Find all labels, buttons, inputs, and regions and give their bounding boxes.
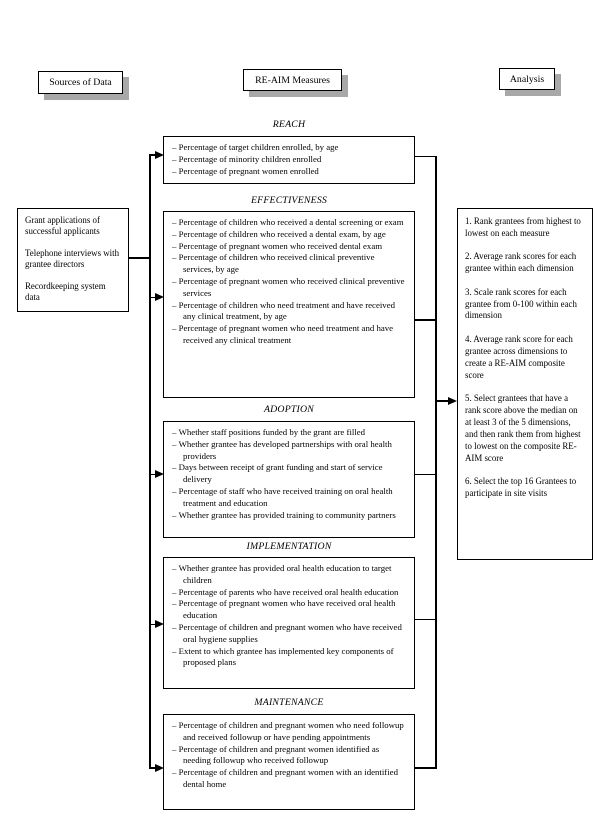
measure-item: Days between receipt of grant funding an… bbox=[172, 462, 406, 486]
flow-line bbox=[149, 296, 157, 299]
arrowhead-icon bbox=[154, 763, 164, 772]
flow-line bbox=[436, 400, 449, 402]
measure-box-effectiveness: Percentage of children who received a de… bbox=[163, 211, 415, 398]
measure-title-maintenance: MAINTENANCE bbox=[254, 697, 324, 708]
measure-item: Whether grantee has developed partnershi… bbox=[172, 439, 406, 463]
measure-item: Percentage of children and pregnant wome… bbox=[172, 767, 406, 791]
measure-box-implementation: Whether grantee has provided oral health… bbox=[163, 557, 415, 689]
header-box-reaim-measures: RE-AIM Measures bbox=[243, 69, 342, 91]
flow-line bbox=[414, 155, 436, 157]
data-sources-box: Grant applications of successful applica… bbox=[17, 208, 129, 312]
measure-item: Percentage of minority children enrolled bbox=[172, 154, 406, 166]
measure-title-reach: REACH bbox=[272, 119, 306, 130]
analysis-step: 5. Select grantees that have a rank scor… bbox=[465, 392, 581, 463]
flow-line bbox=[149, 154, 157, 156]
analysis-steps-box: 1. Rank grantees from highest to lowest … bbox=[457, 208, 593, 560]
header-box-sources-of-data: Sources of Data bbox=[38, 71, 123, 94]
measure-box-reach: Percentage of target children enrolled, … bbox=[163, 136, 415, 184]
flow-line bbox=[149, 473, 157, 476]
analysis-step: 3. Scale rank scores for each grantee fr… bbox=[465, 286, 577, 321]
data-source-item: Grant applications of successful applica… bbox=[25, 215, 100, 236]
measure-item: Whether staff positions funded by the gr… bbox=[172, 427, 406, 439]
analysis-step: 4. Average rank score for each grantee a… bbox=[465, 333, 573, 380]
implementation-items: Whether grantee has provided oral health… bbox=[172, 563, 406, 669]
measure-item: Percentage of children and pregnant wome… bbox=[172, 720, 406, 744]
maintenance-items: Percentage of children and pregnant wome… bbox=[172, 720, 406, 791]
measure-box-adoption: Whether staff positions funded by the gr… bbox=[163, 421, 415, 538]
flow-line bbox=[414, 618, 436, 621]
analysis-step: 2. Average rank scores for each grantee … bbox=[465, 251, 577, 274]
measure-item: Percentage of pregnant women enrolled bbox=[172, 166, 406, 178]
reach-items: Percentage of target children enrolled, … bbox=[172, 142, 406, 177]
data-sources-list: Grant applications of successful applica… bbox=[25, 215, 121, 303]
measure-item: Percentage of pregnant women who need tr… bbox=[172, 323, 406, 347]
measure-item: Extent to which grantee has implemented … bbox=[172, 646, 406, 670]
flow-line bbox=[149, 623, 157, 626]
data-source-item: Recordkeeping system data bbox=[25, 281, 106, 302]
flow-line bbox=[149, 767, 157, 769]
left-trunk-line bbox=[149, 154, 151, 769]
measure-item: Percentage of pregnant women who have re… bbox=[172, 598, 406, 622]
flow-line bbox=[414, 319, 436, 321]
measure-title-implementation: IMPLEMENTATION bbox=[246, 541, 332, 552]
measure-item: Percentage of target children enrolled, … bbox=[172, 142, 406, 154]
measure-item: Whether grantee has provided training to… bbox=[172, 510, 406, 522]
measure-box-maintenance: Percentage of children and pregnant wome… bbox=[163, 714, 415, 810]
measure-item: Whether grantee has provided oral health… bbox=[172, 563, 406, 587]
sources-connector-line bbox=[129, 257, 150, 259]
measure-item: Percentage of parents who have received … bbox=[172, 587, 406, 599]
measure-item: Percentage of pregnant women who receive… bbox=[172, 276, 406, 300]
data-source-item: Telephone interviews with grantee direct… bbox=[25, 248, 120, 269]
adoption-items: Whether staff positions funded by the gr… bbox=[172, 427, 406, 521]
analysis-steps-list: 1. Rank grantees from highest to lowest … bbox=[465, 216, 585, 500]
effectiveness-items: Percentage of children who received a de… bbox=[172, 217, 406, 347]
arrowhead-icon bbox=[154, 293, 164, 301]
arrowhead-icon bbox=[448, 396, 457, 405]
measure-item: Percentage of children who need treatmen… bbox=[172, 300, 406, 324]
header-box-analysis: Analysis bbox=[499, 68, 555, 90]
measure-item: Percentage of children who received clin… bbox=[172, 252, 406, 276]
measure-title-adoption: ADOPTION bbox=[263, 404, 315, 415]
arrowhead-icon bbox=[154, 150, 164, 159]
right-collector-line bbox=[435, 155, 437, 769]
analysis-step: 6. Select the top 16 Grantees to partici… bbox=[465, 475, 577, 498]
measure-item: Percentage of staff who have received tr… bbox=[172, 486, 406, 510]
flow-line bbox=[414, 473, 436, 476]
arrowhead-icon bbox=[154, 620, 164, 628]
measure-item: Percentage of children who received a de… bbox=[172, 217, 406, 229]
measure-item: Percentage of children and pregnant wome… bbox=[172, 744, 406, 768]
measure-item: Percentage of children who received a de… bbox=[172, 229, 406, 241]
measure-title-effectiveness: EFFECTIVENESS bbox=[250, 195, 328, 206]
arrowhead-icon bbox=[154, 470, 164, 478]
measure-item: Percentage of children and pregnant wome… bbox=[172, 622, 406, 646]
measure-item: Percentage of pregnant women who receive… bbox=[172, 241, 406, 253]
analysis-step: 1. Rank grantees from highest to lowest … bbox=[465, 216, 581, 238]
flow-line bbox=[414, 767, 436, 769]
